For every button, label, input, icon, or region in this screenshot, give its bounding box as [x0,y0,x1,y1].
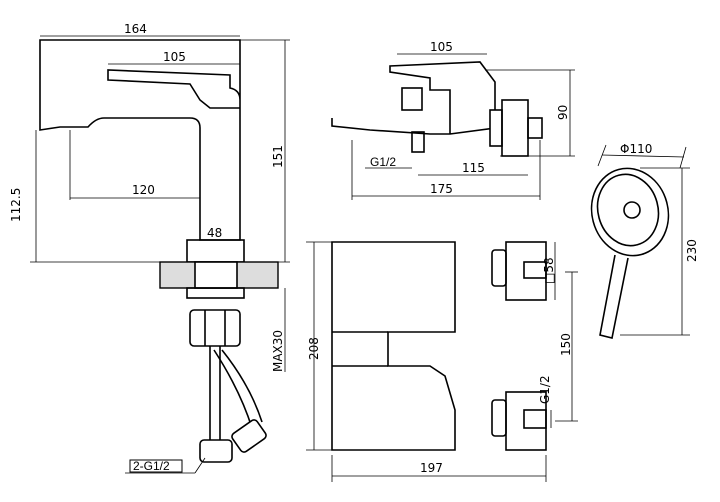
bath-side-connection-label: G1/2 [370,155,396,169]
dim-bath-front-flange: □58 [542,257,556,284]
dim-basin-spout-height: 112.5 [9,188,23,222]
dim-bath-side-height: 90 [556,105,570,120]
basin-connection-label: 2-G1/2 [133,459,170,473]
dim-bath-front-centers: 150 [559,333,573,356]
hand-shower-view: Φ110 230 [590,142,699,339]
dim-basin-max-thickness: MAX30 [271,330,285,372]
dim-basin-handle-length: 105 [163,50,186,64]
dim-basin-spout-reach: 120 [132,183,155,197]
dim-bath-front-width: 197 [420,461,443,475]
dim-basin-total-height: 151 [271,145,285,168]
bath-mixer-side-view: 105 90 G1/2 115 175 [331,40,575,200]
dim-basin-total-length: 164 [124,22,147,36]
dim-bath-side-total-depth: 175 [430,182,453,196]
dim-bath-front-height: 208 [307,337,321,360]
dim-shower-head-diameter: Φ110 [620,142,652,156]
dim-basin-base-width: 48 [207,226,222,240]
bath-front-connection-label: G1/2 [538,375,552,404]
dim-bath-side-spout-depth: 115 [462,161,485,175]
dim-shower-length: 230 [685,239,699,262]
basin-mixer-view: 164 105 112.5 120 151 48 MAX30 2-G1/2 [9,22,290,474]
bath-mixer-front-view: 208 □58 150 G1/2 197 [306,241,578,482]
dim-bath-side-handle-length: 105 [430,40,453,54]
